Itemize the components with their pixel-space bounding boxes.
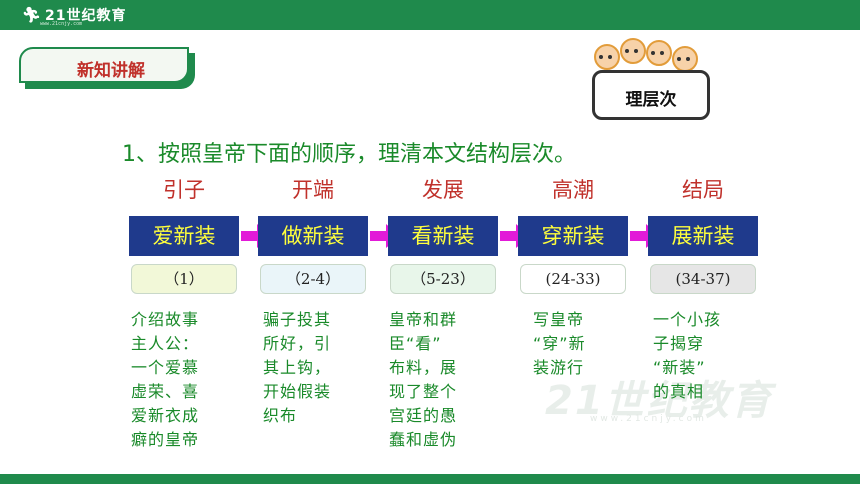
- stage-label: 开端: [292, 178, 334, 202]
- kid-face-icon: [672, 46, 698, 72]
- stage-description: 骗子投其所好，引其上钩， 开始假装织布: [263, 308, 331, 428]
- description-line: 癖的皇帝: [131, 430, 200, 449]
- description-line: 其上钩，: [263, 358, 332, 377]
- site-logo: 🏃︎21世纪教育: [22, 5, 127, 25]
- description-line: 一个爱慕: [131, 358, 200, 377]
- kid-face-icon: [646, 40, 672, 66]
- description-line: “新装”: [653, 358, 706, 377]
- stage-label: 高潮: [552, 178, 594, 202]
- runner-icon: 🏃︎: [22, 6, 43, 24]
- stage-title-box: 看新装: [388, 216, 498, 256]
- topic-sign-label: 理层次: [625, 90, 677, 110]
- description-line: 现了整个: [389, 382, 458, 401]
- description-line: 蠢和虚伪: [389, 430, 458, 449]
- description-line: 宫廷的愚: [389, 406, 458, 425]
- top-banner: [0, 0, 860, 30]
- stage-label: 引子: [163, 178, 205, 202]
- description-line: 布料，展: [389, 358, 458, 377]
- description-line: 一个小孩: [653, 310, 722, 329]
- paragraph-range: （1）: [131, 264, 237, 294]
- kids-illustration: [586, 38, 716, 74]
- description-line: 主人公：: [131, 334, 200, 353]
- paragraph-range: (34-37): [650, 264, 756, 294]
- description-line: 开始假装: [263, 382, 332, 401]
- stage-description: 写皇帝 “穿”新装游行: [533, 308, 586, 380]
- description-line: 装游行: [533, 358, 585, 377]
- watermark-url: www.21cnjy.com: [590, 414, 707, 424]
- paragraph-range: (24-33): [520, 264, 626, 294]
- section-badge: 新知讲解: [19, 47, 197, 89]
- bottom-banner: [0, 474, 860, 484]
- stage-description: 介绍故事主人公： 一个爱慕虚荣、喜爱新衣成癖的皇帝: [131, 308, 199, 452]
- description-line: 子揭穿: [653, 334, 705, 353]
- description-line: 虚荣、喜: [131, 382, 200, 401]
- stage-description: 一个小孩子揭穿 “新装” 的真相: [653, 308, 721, 404]
- description-line: 骗子投其: [263, 310, 332, 329]
- stage-label: 发展: [422, 178, 464, 202]
- description-line: 写皇帝: [533, 310, 585, 329]
- logo-url: www.21cnjy.com: [40, 21, 83, 27]
- description-line: 的真相: [653, 382, 705, 401]
- description-line: 爱新衣成: [131, 406, 200, 425]
- kid-face-icon: [620, 38, 646, 64]
- badge-panel: [19, 47, 189, 83]
- kid-face-icon: [594, 44, 620, 70]
- logo-text: 21世纪教育: [45, 8, 127, 24]
- description-line: 皇帝和群: [389, 310, 458, 329]
- stage-label: 结局: [682, 178, 724, 202]
- stage-title-box: 爱新装: [129, 216, 239, 256]
- description-line: 织布: [263, 406, 298, 425]
- description-line: 所好，引: [263, 334, 332, 353]
- paragraph-range: （2-4）: [260, 264, 366, 294]
- description-line: 臣“看”: [389, 334, 442, 353]
- stage-title-box: 做新装: [258, 216, 368, 256]
- watermark-logo: 21世纪教育: [545, 378, 773, 424]
- page-title: 1、按照皇帝下面的顺序，理清本文结构层次。: [122, 142, 576, 167]
- topic-sign: 理层次: [592, 70, 710, 120]
- paragraph-range: （5-23）: [390, 264, 496, 294]
- description-line: “穿”新: [533, 334, 586, 353]
- description-line: 介绍故事: [131, 310, 200, 329]
- stage-title-box: 穿新装: [518, 216, 628, 256]
- section-badge-label: 新知讲解: [77, 61, 145, 81]
- stage-title-box: 展新装: [648, 216, 758, 256]
- stage-description: 皇帝和群臣“看” 布料，展现了整个宫廷的愚蠢和虚伪: [389, 308, 457, 452]
